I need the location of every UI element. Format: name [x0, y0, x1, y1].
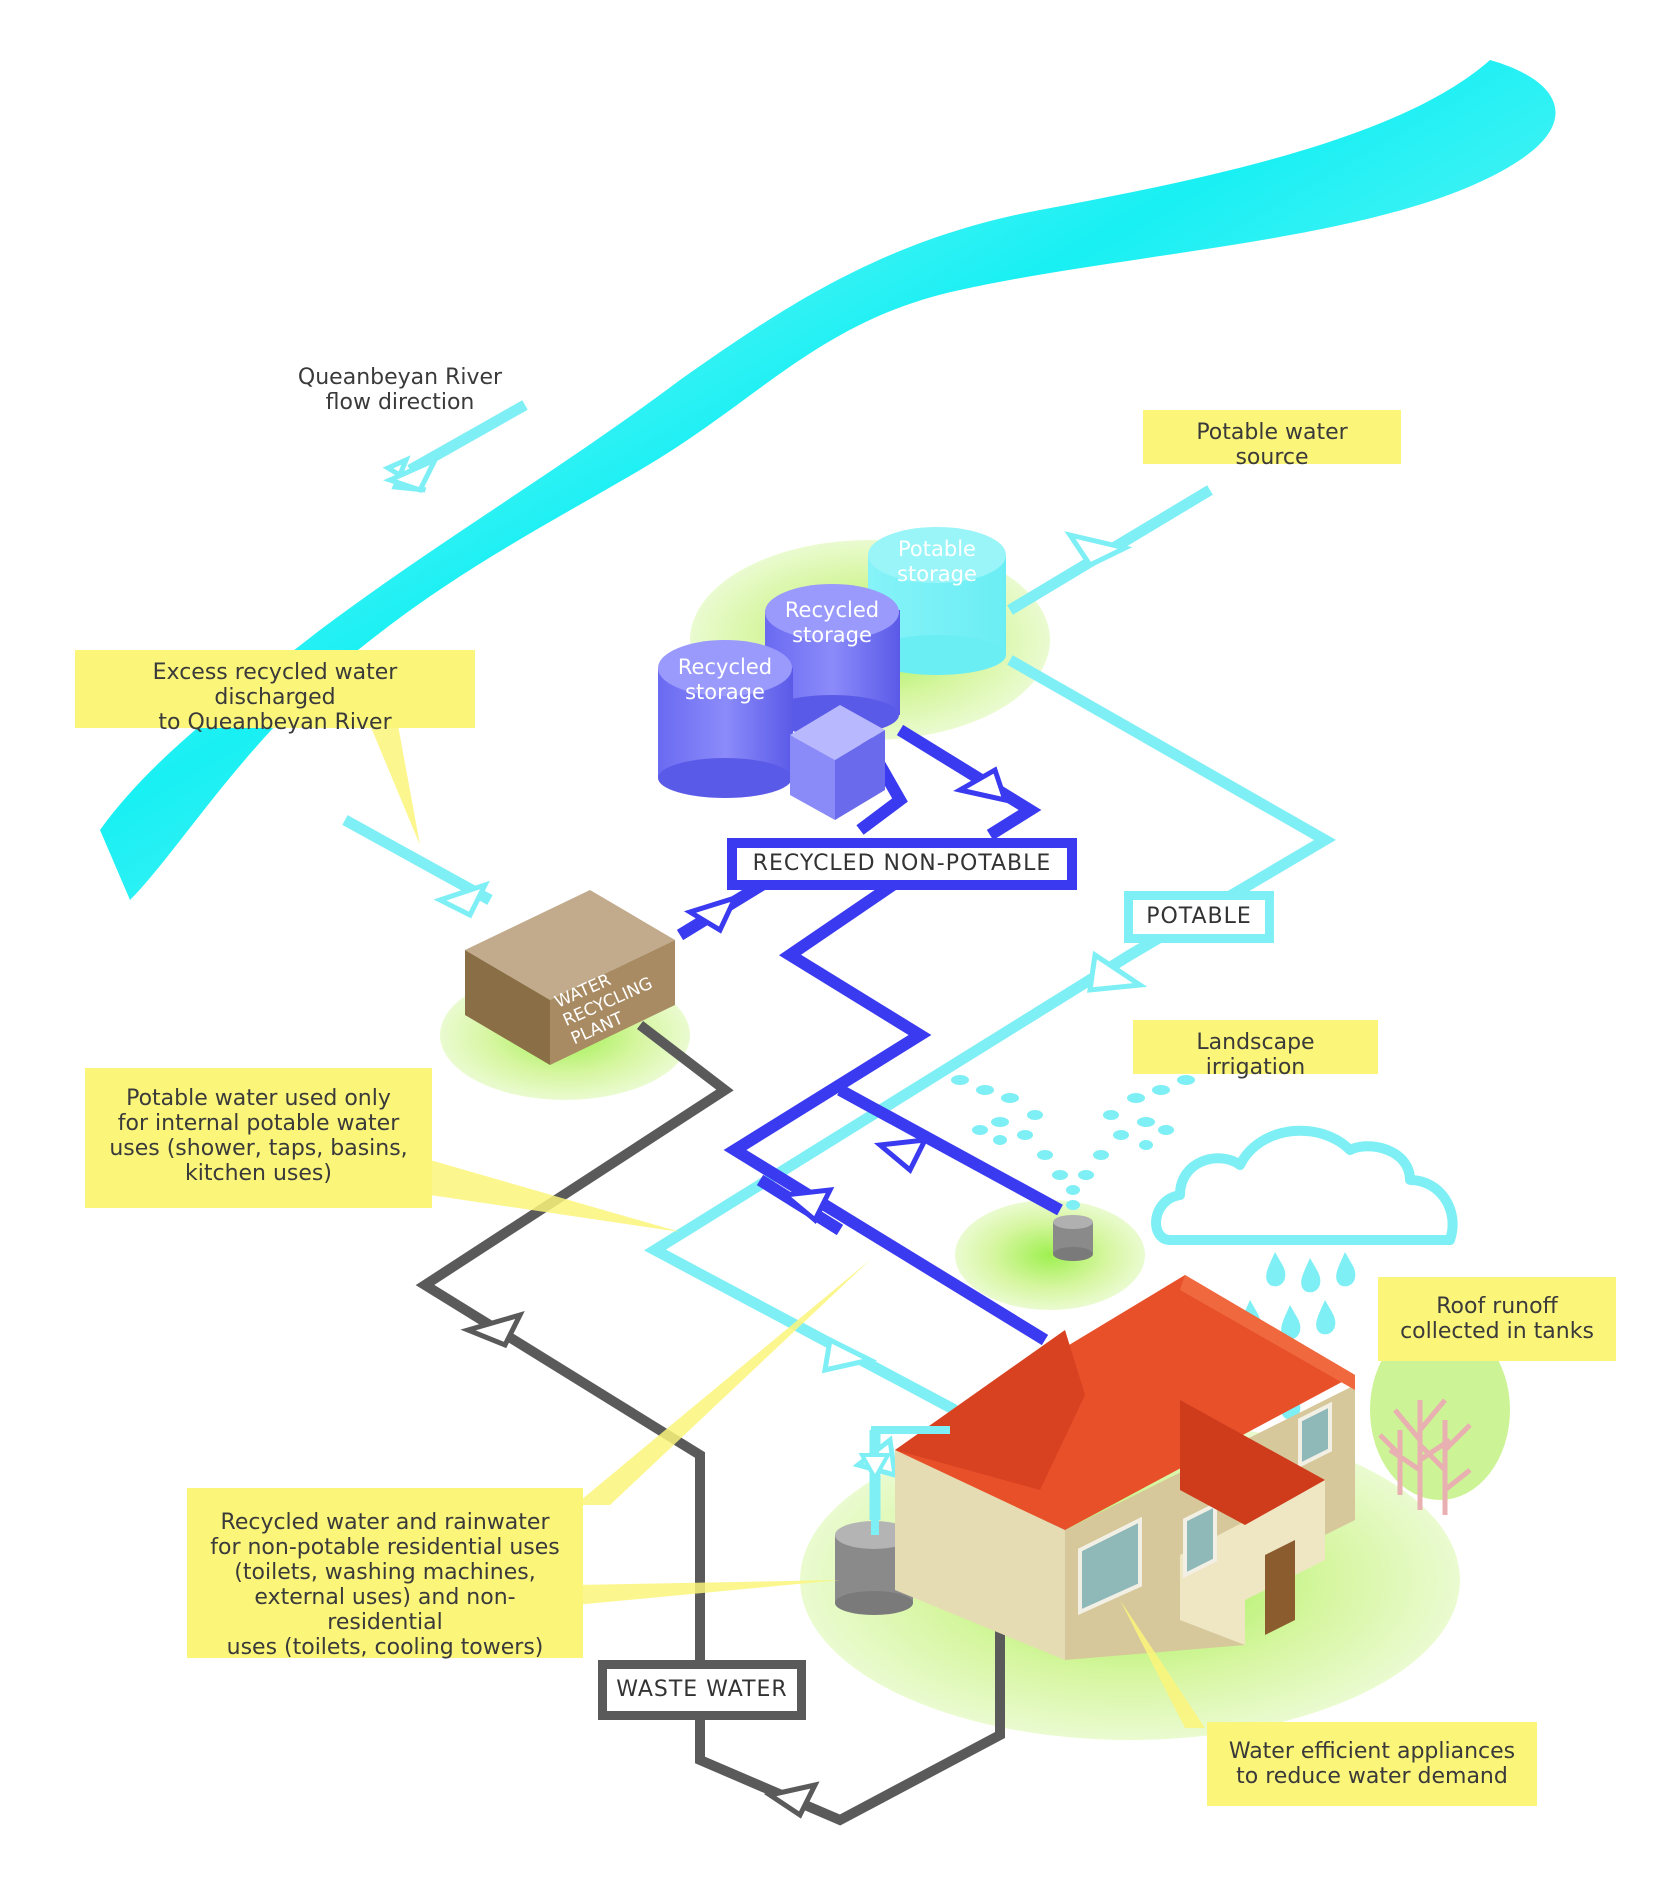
- recycled-flow-arrows: [683, 766, 1009, 1224]
- callout-water-efficient: Water efficient appliances to reduce wat…: [1207, 1722, 1537, 1806]
- water-recycling-plant: WATER RECYCLING PLANT: [465, 890, 675, 1065]
- pump-box: [790, 705, 885, 820]
- label-recycled-non-potable: RECYCLED NON-POTABLE: [727, 838, 1077, 890]
- callout-recycled-rainwater: Recycled water and rainwater for non-pot…: [187, 1488, 583, 1660]
- callout-potable-internal: Potable water used only for internal pot…: [85, 1068, 432, 1208]
- label-waste-water: WASTE WATER: [598, 1660, 806, 1720]
- potable-storage-label-1: Potable: [898, 537, 976, 561]
- downpipe-arrow: [858, 1453, 892, 1483]
- callout-excess-recycled: Excess recycled water discharged to Quea…: [75, 650, 475, 735]
- trees: [1378, 1398, 1472, 1515]
- river-flow-label: Queanbeyan River flow direction: [297, 365, 503, 415]
- callout-potable-source: Potable water source: [1143, 410, 1401, 470]
- callout-pointers: [370, 725, 1205, 1728]
- recycled-storage-back-label-1: Recycled: [785, 598, 879, 622]
- callout-landscape-irrigation: Landscape irrigation: [1133, 1020, 1378, 1080]
- house: [895, 1275, 1355, 1660]
- downpipe: [871, 1426, 950, 1535]
- waste-flow-arrows: [460, 1311, 820, 1819]
- recycled-storage-back-label-2: storage: [792, 623, 872, 647]
- waste-pipes: [415, 1021, 1005, 1826]
- recycled-storage-tank-back: Recycled storage: [765, 584, 900, 735]
- callout-roof-runoff: Roof runoff collected in tanks: [1378, 1277, 1616, 1361]
- recycled-storage-front-label-2: storage: [685, 680, 765, 704]
- grass-patch-sprinkler: [955, 1200, 1145, 1310]
- recycled-storage-tank-front: Recycled storage: [658, 640, 793, 798]
- river-flow-arrow: [383, 400, 528, 494]
- recycled-storage-front-label-1: Recycled: [678, 655, 772, 679]
- grass-patch-trees: [1370, 1320, 1510, 1500]
- potable-storage-label-2: storage: [897, 562, 977, 586]
- label-potable: POTABLE: [1124, 891, 1274, 943]
- queanbeyan-river: [100, 60, 1556, 900]
- sprinkler: [951, 1075, 1195, 1261]
